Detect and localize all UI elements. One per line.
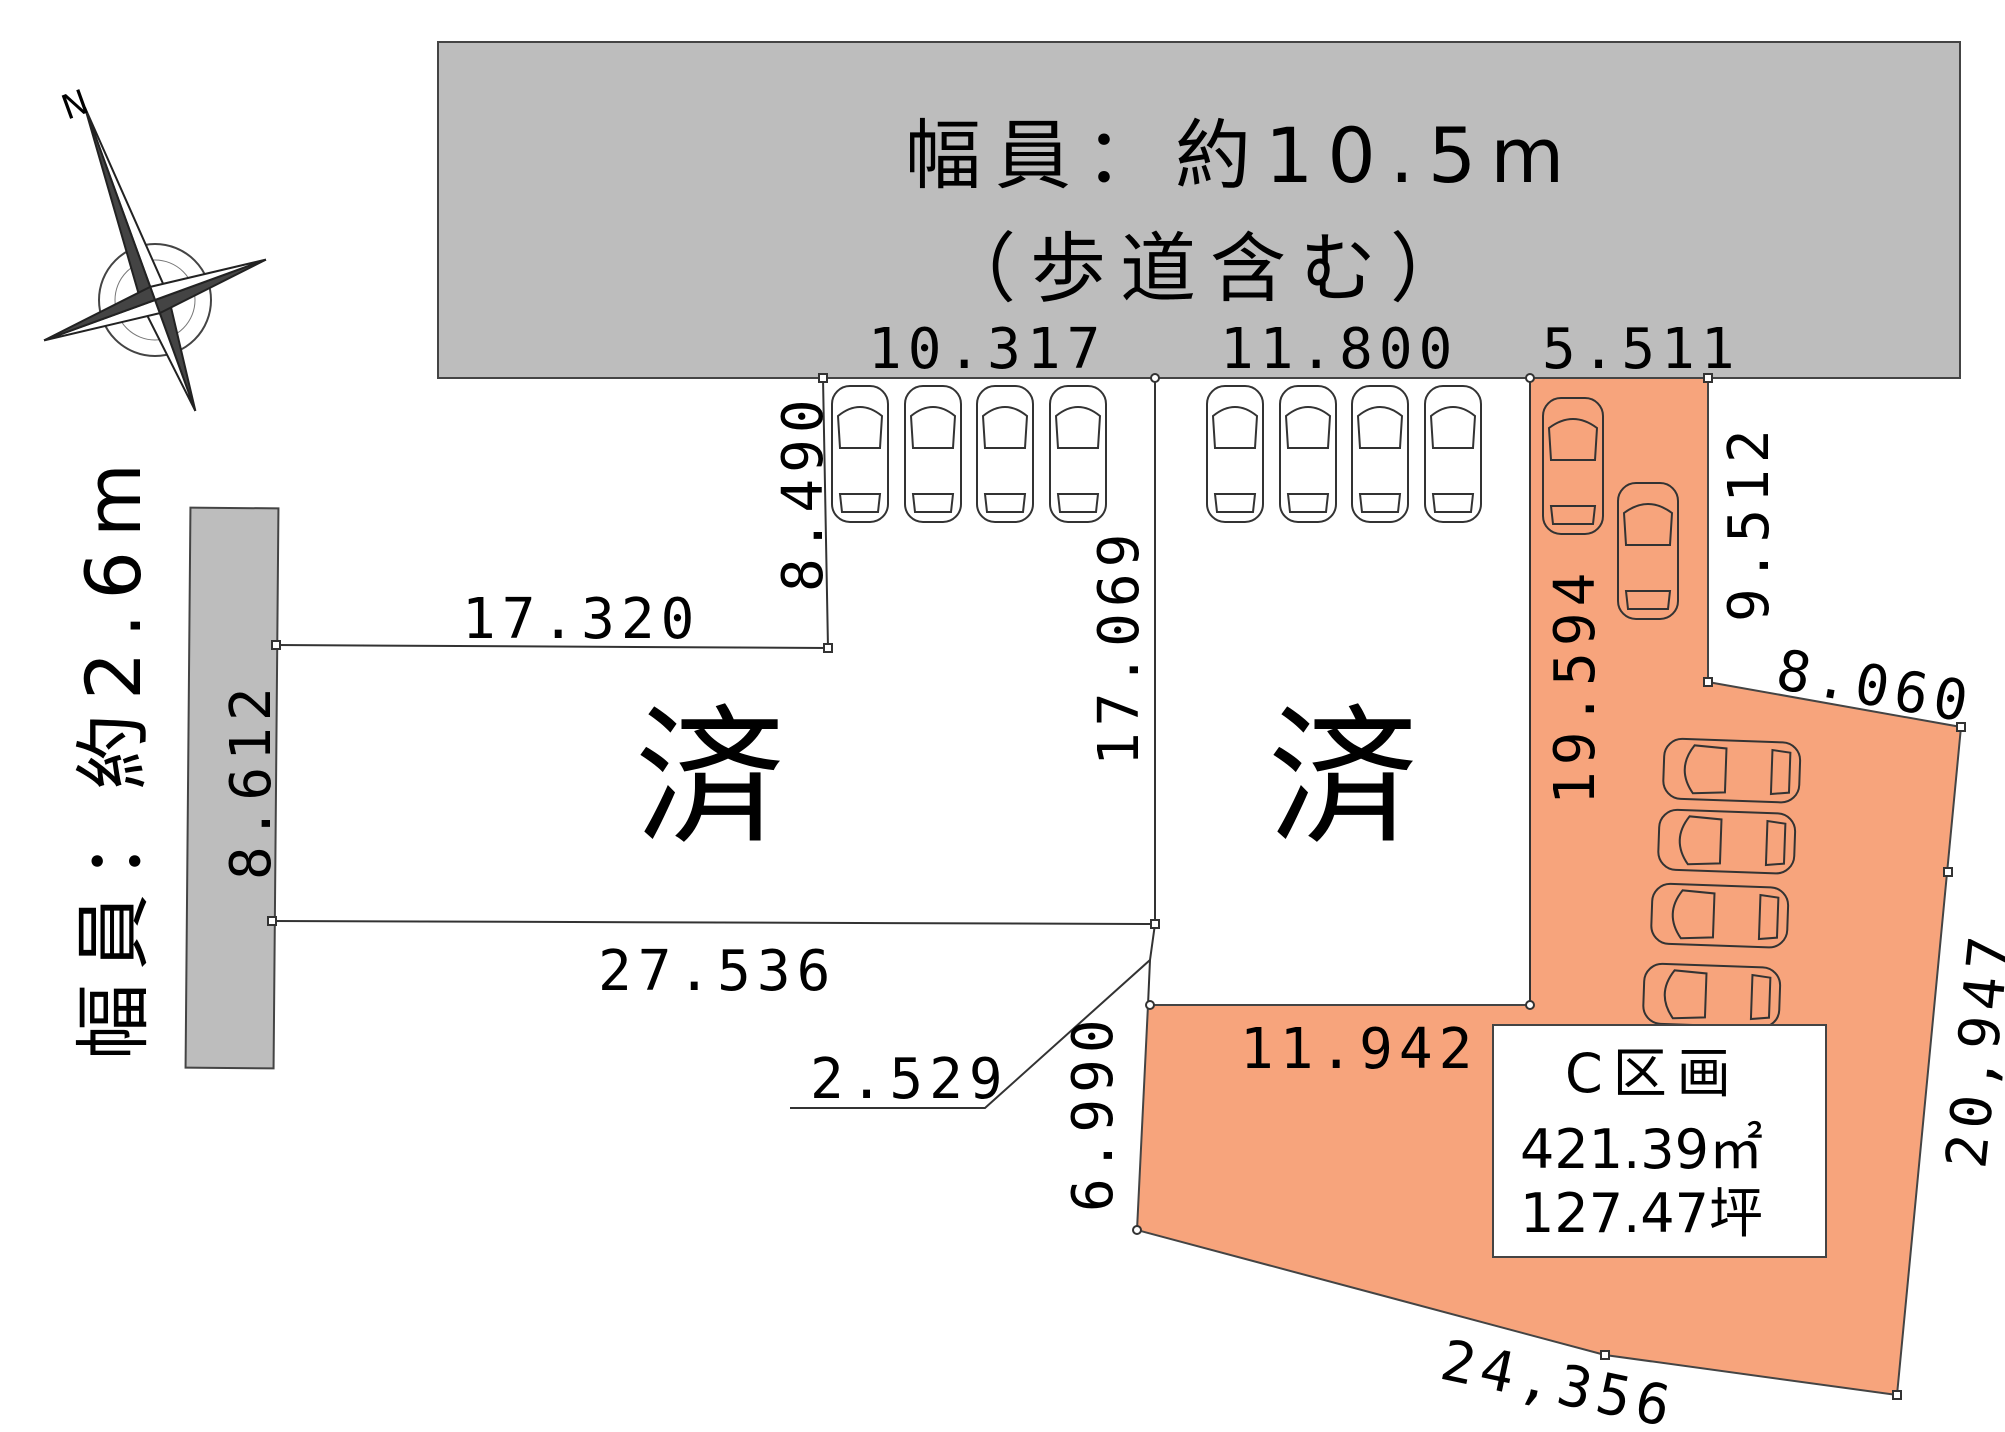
- lot-c-name: C区画: [1565, 1042, 1741, 1105]
- north-road-note: （歩道含む）: [940, 224, 1480, 313]
- lot-c-area-m2: 421.39㎡: [1520, 1118, 1763, 1181]
- west-road-width-label: 幅員：約2.6m: [69, 449, 158, 1060]
- parking-left: [831, 385, 1107, 523]
- dim-8-612: 8.612: [219, 681, 284, 880]
- dim-17-069: 17.069: [1087, 528, 1152, 766]
- dim-9-512: 9.512: [1717, 423, 1782, 622]
- dim-8-490: 8.490: [771, 393, 836, 592]
- dim-11-800: 11.800: [1220, 317, 1458, 382]
- compass-north-label: N: [56, 82, 94, 128]
- north-road-width-label: 幅員：約10.5m: [905, 111, 1578, 200]
- dim-5-511: 5.511: [1542, 317, 1741, 382]
- north-road: [437, 41, 1961, 379]
- dim-17-320: 17.320: [462, 587, 700, 652]
- compass-rose: N: [43, 82, 267, 412]
- dimension-labels: 10.317 11.800 5.511 8.490 17.320 17.069 …: [219, 317, 2005, 1432]
- parking-middle: [1206, 385, 1482, 523]
- dim-27-536: 27.536: [598, 939, 836, 1004]
- lot-c-area-tsubo: 127.47坪: [1520, 1182, 1763, 1245]
- dim-11-942: 11.942: [1240, 1017, 1478, 1082]
- west-road: [184, 506, 280, 1070]
- dim-2-529: 2.529: [810, 1047, 1009, 1112]
- dim-20-947: 20,947: [1934, 928, 2005, 1172]
- sold-left-label: 済: [635, 692, 785, 866]
- dim-6-990: 6.990: [1061, 1013, 1126, 1212]
- dim-19-594: 19.594: [1543, 567, 1608, 805]
- parking-lot-c: [1542, 397, 1802, 1029]
- survey-markers: [267, 373, 1966, 1400]
- sold-middle-label: 済: [1268, 692, 1418, 866]
- dim-10-317: 10.317: [868, 317, 1106, 382]
- lot-c-info-box: [1492, 1024, 1827, 1258]
